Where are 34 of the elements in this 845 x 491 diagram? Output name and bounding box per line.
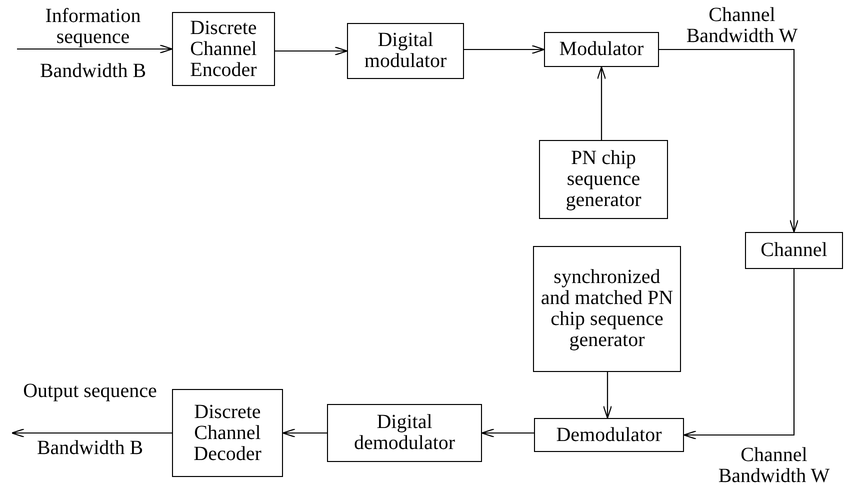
edge-label: Channel Bandwidth W (685, 5, 799, 47)
arrow (683, 269, 795, 440)
box-label: PN chip sequence generator (564, 148, 642, 211)
process-box (745, 232, 843, 269)
box-label: Modulator (558, 39, 645, 60)
box-label: Channel (760, 240, 828, 261)
arrow (11, 428, 172, 438)
signal-label: Information sequence (44, 6, 142, 48)
box-label: Discrete Channel Decoder (192, 402, 262, 464)
process-box (347, 23, 464, 79)
arrow (659, 48, 799, 233)
process-box (172, 12, 275, 86)
box-label: Digital demodulator (352, 412, 456, 454)
process-box (534, 418, 684, 452)
arrow (275, 46, 348, 56)
arrow (602, 372, 612, 419)
process-box (327, 404, 482, 462)
signal-label: Bandwidth B (36, 438, 144, 459)
edge-label: Channel Bandwidth W (717, 445, 831, 487)
process-box (533, 246, 681, 372)
box-label: Digital modulator (363, 30, 448, 72)
arrow (596, 66, 606, 140)
process-box (544, 32, 659, 67)
box-label: Discrete Channel Encoder (189, 18, 258, 80)
process-box (172, 389, 283, 477)
signal-label: Bandwidth B (38, 61, 148, 82)
box-label: synchronized and matched PN chip sequence generator (540, 267, 674, 351)
arrow (282, 428, 327, 438)
signal-label: Output sequence (22, 381, 158, 402)
arrow (481, 428, 534, 438)
box-label: Demodulator (555, 424, 663, 446)
arrow (17, 44, 173, 54)
process-box (539, 140, 668, 219)
arrow (464, 44, 545, 54)
